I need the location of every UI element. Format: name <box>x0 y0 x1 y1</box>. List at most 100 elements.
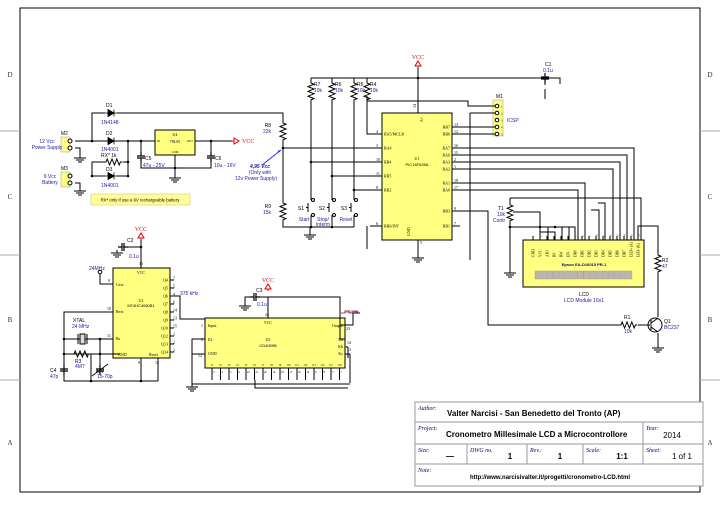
lcd-character-cell <box>534 270 541 280</box>
pin-name: RB6 <box>443 132 450 137</box>
trimmer-t1[interactable]: T1 10k Contr <box>493 197 642 278</box>
pin-name: RA6 <box>442 153 450 158</box>
svg-text:11: 11 <box>347 354 351 359</box>
ref-label: D1 <box>106 103 113 109</box>
lcd-pin-number: 8 <box>582 235 585 237</box>
ref-label: R5 <box>357 82 364 88</box>
pin-name: J10 <box>287 364 291 367</box>
lcd-pin-name: DB3 <box>595 250 599 257</box>
svg-text:R1: R1 <box>624 315 631 321</box>
svg-text:1:1: 1:1 <box>616 452 628 461</box>
ref-label: R7 <box>314 82 321 88</box>
vcc-label: VCC <box>242 139 254 145</box>
svg-text:2014: 2014 <box>663 431 681 440</box>
pin-name: Q8 <box>163 310 168 315</box>
svg-text:Stop/: Stop/ <box>317 217 329 223</box>
connector-m3: M3 9 Vcc Battery <box>42 166 73 188</box>
svg-text:12: 12 <box>155 360 159 365</box>
resistor-rx <box>102 158 123 166</box>
pin-name: RA7 <box>442 146 450 151</box>
svg-text:RX* only if use a 9V rechargea: RX* only if use a 9V rechargeable batter… <box>101 198 181 203</box>
svg-text:Kc: Kc <box>338 351 343 356</box>
pin-name: RB7 <box>443 125 450 130</box>
pin-number: 4 <box>376 129 378 134</box>
pin-number: 3 <box>173 348 175 353</box>
svg-text:BC237: BC237 <box>664 325 680 331</box>
capacitor-c6 <box>206 151 216 163</box>
svg-text:11: 11 <box>107 333 111 338</box>
svg-text:1000 Hz: 1000 Hz <box>344 309 359 314</box>
lcd-pin-name: DB0 <box>574 250 578 257</box>
svg-text:1 of 1: 1 of 1 <box>672 452 693 461</box>
pin-name: J9 <box>279 364 282 367</box>
pin-name: Q7 <box>163 302 168 307</box>
svg-text:Author:: Author: <box>417 406 437 412</box>
ground-symbol <box>168 174 182 183</box>
svg-text:U2: U2 <box>139 298 144 303</box>
svg-text:Kb: Kb <box>338 344 343 349</box>
svg-text:12: 12 <box>198 353 202 358</box>
pin-name: RA2 <box>442 167 450 172</box>
pin-name: J1 <box>211 364 214 367</box>
svg-text:5: 5 <box>501 133 503 137</box>
svg-text:15-70p: 15-70p <box>97 374 113 380</box>
pin-number: 1 <box>454 164 456 169</box>
svg-text:14: 14 <box>412 104 417 108</box>
pin-number: 16 <box>298 371 301 374</box>
svg-text:PIC16F628A: PIC16F628A <box>406 162 429 167</box>
lcd-pin-name: LED+ (A) <box>630 241 634 257</box>
switch-s1[interactable]: S1 Start <box>298 198 315 224</box>
capacitor-c1: C1 0.1u <box>540 62 553 84</box>
pin-number: 20 <box>264 371 267 374</box>
pin-number: 8 <box>324 371 326 374</box>
lcd-character-cell <box>595 270 602 280</box>
lcd-character-cell <box>614 270 620 280</box>
svg-text:U1: U1 <box>415 156 420 161</box>
svg-text:4M7: 4M7 <box>75 364 85 370</box>
svg-text:R3: R3 <box>75 359 82 365</box>
lcd-pin-name: DB2 <box>588 250 592 257</box>
ref-label: C5 <box>145 156 152 162</box>
svg-text:XTAL: XTAL <box>73 318 85 324</box>
svg-text:U3: U3 <box>266 337 271 342</box>
pin-name: J16 <box>338 364 342 367</box>
svg-text:Start: Start <box>299 217 310 223</box>
switch-s2[interactable]: S2 Stop/ Interm <box>316 198 336 229</box>
lcd-pin-name: DB1 <box>581 250 585 257</box>
svg-text:EL: EL <box>208 337 213 342</box>
ref-label: M2 <box>61 131 68 137</box>
svg-text:24 MHz: 24 MHz <box>72 324 90 330</box>
pin-name: J4 <box>236 364 239 367</box>
svg-text:CV: CV <box>97 369 105 375</box>
svg-text:LCD: LCD <box>579 292 589 298</box>
svg-text:Scale:: Scale: <box>586 448 601 454</box>
annotation: 12v Power Supply) <box>235 176 277 182</box>
svg-text:5: 5 <box>420 240 422 245</box>
switch-s3[interactable]: S3 Reset <box>339 198 358 224</box>
lcd-character-cell <box>577 270 584 280</box>
divider-u3: VCC C30.1u 1000 Hz VCC 24 U3 CD4059B Inp… <box>185 278 360 392</box>
ref-label: M3 <box>61 166 68 172</box>
lcd-pin-number: 16 <box>638 234 641 237</box>
lcd-character-cell <box>583 270 590 280</box>
pin-number: 11 <box>376 171 380 176</box>
connector-label: Battery <box>42 180 58 186</box>
lcd-pin-number: 12 <box>610 234 613 237</box>
note-url[interactable]: http://www.narcisivalter.it/progetti/cro… <box>470 475 630 481</box>
svg-text:9: 9 <box>108 278 110 283</box>
svg-text:S2: S2 <box>319 206 325 212</box>
lcd-character-cell <box>565 270 572 280</box>
svg-text:2: 2 <box>201 337 203 342</box>
svg-text:Rev.:: Rev.: <box>529 448 542 454</box>
svg-text:Output: Output <box>332 323 344 328</box>
svg-text:47: 47 <box>662 264 668 270</box>
pin-number: 22 <box>247 371 250 374</box>
svg-text:1: 1 <box>501 105 503 109</box>
backlight-driver: R2 47 R1 10k Q1 BC237 <box>617 225 680 353</box>
zone-label: A <box>707 439 712 447</box>
pin-name: Q10 <box>161 326 168 331</box>
pin-number: 6 <box>239 371 241 374</box>
svg-text:T1: T1 <box>498 206 504 212</box>
